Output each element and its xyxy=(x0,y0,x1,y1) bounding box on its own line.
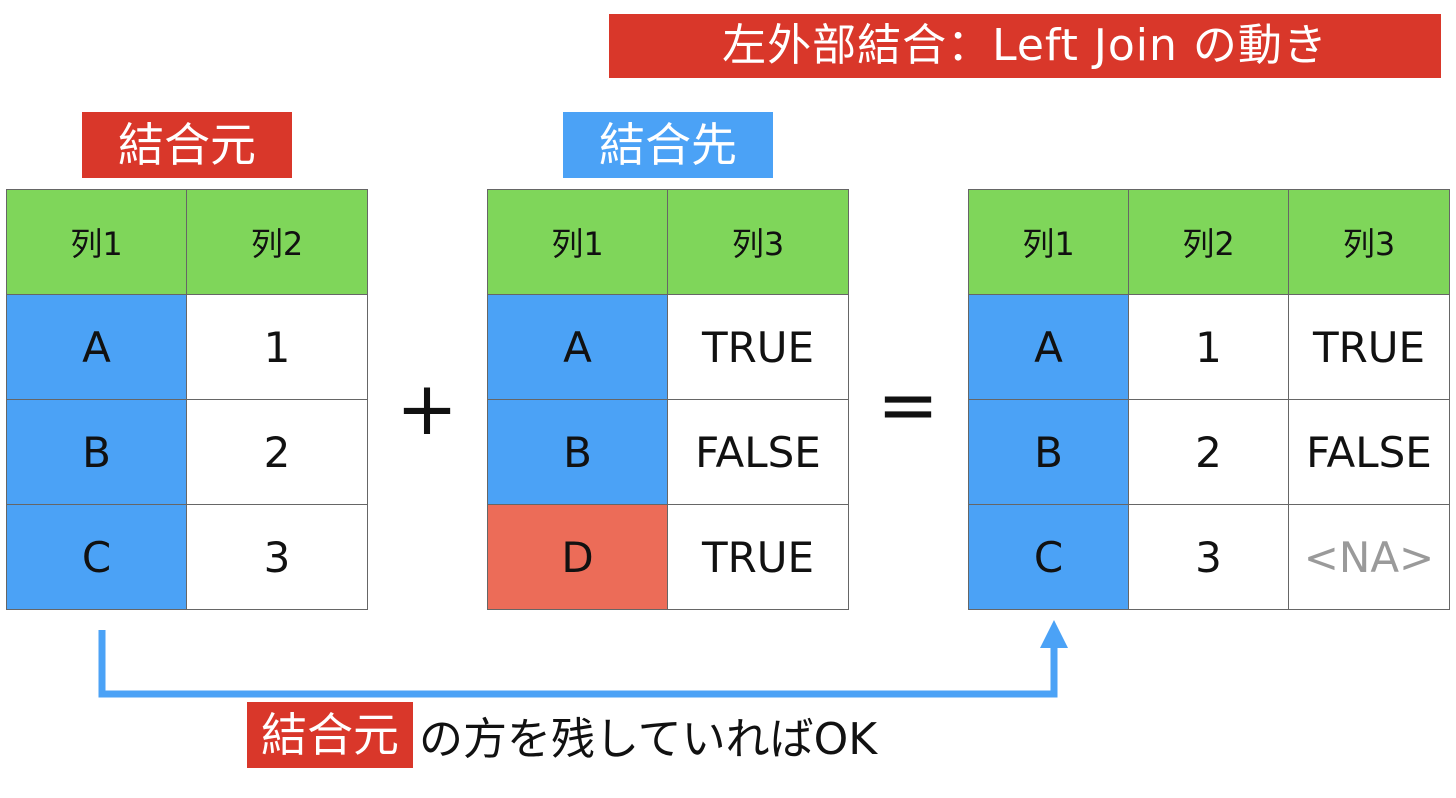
footer-text: の方を残していればOK xyxy=(419,714,878,765)
right-table: 列1 列3 A TRUE B FALSE D TRUE xyxy=(487,189,849,610)
table-row: B 2 xyxy=(6,399,368,505)
table-row: B 2 FALSE xyxy=(968,399,1450,505)
value-cell: 1 xyxy=(186,294,368,400)
connector-line xyxy=(98,630,1058,698)
header-cell: 列2 xyxy=(186,189,368,295)
key-cell: B xyxy=(968,399,1129,505)
result-table: 列1 列2 列3 A 1 TRUE B 2 FALSE C 3 <NA> xyxy=(968,189,1450,610)
value-cell: 1 xyxy=(1128,294,1289,400)
header-cell: 列1 xyxy=(968,189,1129,295)
equals-operator: = xyxy=(876,362,939,448)
table-header-row: 列1 列3 xyxy=(487,189,849,295)
right-table-label: 結合先 xyxy=(563,112,773,178)
key-cell: C xyxy=(968,504,1129,610)
value-cell: TRUE xyxy=(1288,294,1450,400)
left-table-label: 結合元 xyxy=(82,112,292,178)
table-row: C 3 <NA> xyxy=(968,504,1450,610)
value-cell: 2 xyxy=(186,399,368,505)
key-cell: A xyxy=(968,294,1129,400)
value-cell: TRUE xyxy=(667,504,849,610)
header-cell: 列1 xyxy=(487,189,668,295)
key-cell: B xyxy=(6,399,187,505)
key-cell: A xyxy=(6,294,187,400)
footer-note: 結合元 の方を残していればOK xyxy=(247,702,877,768)
diagram-title: 左外部結合：Left Join の動き xyxy=(609,14,1441,78)
arrow-head xyxy=(1040,620,1068,648)
value-cell: FALSE xyxy=(1288,399,1450,505)
table-row: A 1 TRUE xyxy=(968,294,1450,400)
left-table: 列1 列2 A 1 B 2 C 3 xyxy=(6,189,368,610)
footer-tag: 結合元 xyxy=(247,702,413,768)
table-row: C 3 xyxy=(6,504,368,610)
value-cell: 2 xyxy=(1128,399,1289,505)
table-row: B FALSE xyxy=(487,399,849,505)
unmatched-key-cell: D xyxy=(487,504,668,610)
plus-operator: + xyxy=(395,366,458,452)
table-header-row: 列1 列2 xyxy=(6,189,368,295)
table-row: D TRUE xyxy=(487,504,849,610)
value-cell: FALSE xyxy=(667,399,849,505)
table-row: A TRUE xyxy=(487,294,849,400)
missing-value-cell: <NA> xyxy=(1288,504,1450,610)
header-cell: 列3 xyxy=(1288,189,1450,295)
table-row: A 1 xyxy=(6,294,368,400)
value-cell: 3 xyxy=(186,504,368,610)
header-cell: 列3 xyxy=(667,189,849,295)
table-header-row: 列1 列2 列3 xyxy=(968,189,1450,295)
key-cell: A xyxy=(487,294,668,400)
header-cell: 列2 xyxy=(1128,189,1289,295)
header-cell: 列1 xyxy=(6,189,187,295)
